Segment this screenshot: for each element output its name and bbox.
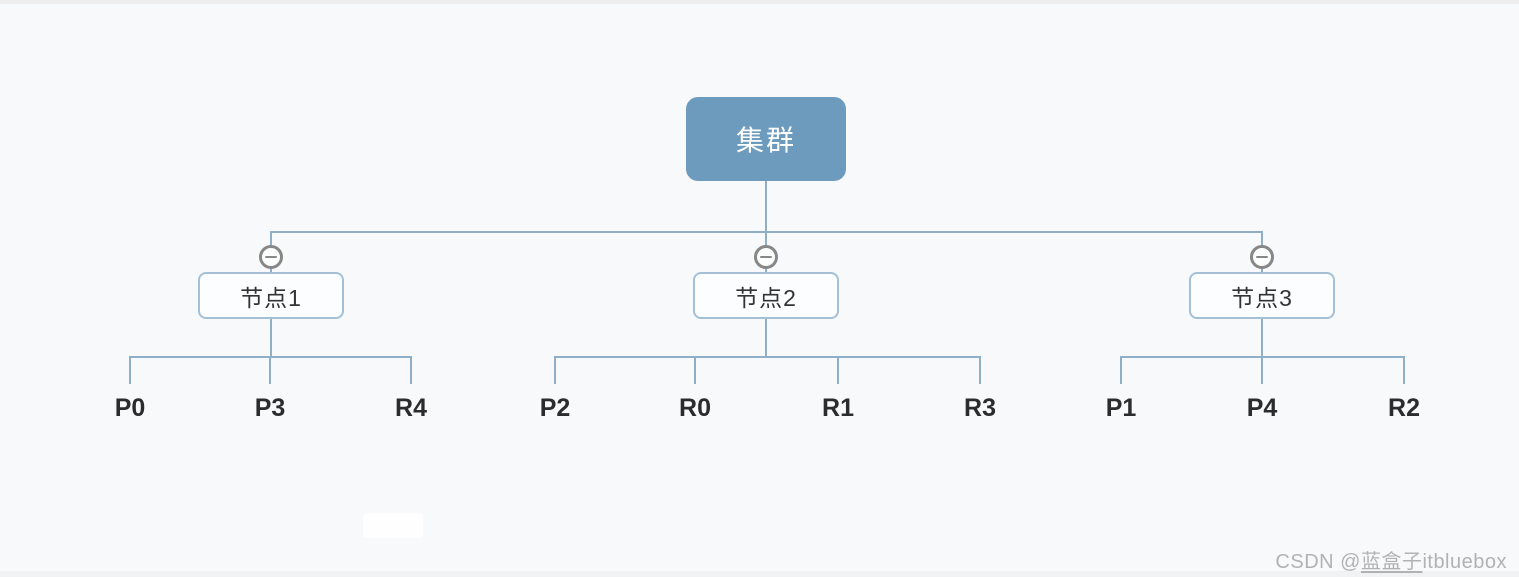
leaf-node-r4: R4 — [395, 394, 427, 422]
connector-line — [270, 319, 272, 357]
bottom-edge-strip — [0, 571, 1519, 577]
watermark-username: 蓝盒子 — [1360, 551, 1423, 573]
connector-line — [554, 356, 981, 358]
leaf-node-p1: P1 — [1105, 394, 1137, 422]
connector-line — [1261, 358, 1263, 384]
root-node-cluster[interactable]: 集群 — [686, 97, 846, 181]
leaf-node-p2: P2 — [539, 394, 571, 422]
leaf-node-r1: R1 — [822, 394, 854, 422]
connector-line — [1120, 356, 1405, 358]
connector-line — [270, 231, 1263, 233]
connector-line — [765, 319, 767, 357]
connector-line — [1120, 358, 1122, 384]
collapse-minus-icon-node2[interactable] — [754, 245, 778, 269]
collapse-minus-icon-node1[interactable] — [259, 245, 283, 269]
leaf-node-r2: R2 — [1388, 394, 1420, 422]
connector-line — [129, 356, 412, 358]
csdn-watermark: CSDN @蓝盒子itbluebox — [1275, 545, 1507, 574]
leaf-node-p3: P3 — [254, 394, 286, 422]
branch-node-2-label: 节点2 — [735, 284, 797, 311]
leaf-node-r0: R0 — [679, 394, 711, 422]
connector-line — [1403, 358, 1405, 384]
branch-node-1-label: 节点1 — [240, 284, 302, 311]
top-edge-strip — [0, 0, 1519, 4]
leaf-node-r3: R3 — [964, 394, 996, 422]
ghost-artifact — [363, 513, 423, 538]
root-node-label: 集群 — [735, 125, 796, 156]
connector-line — [554, 358, 556, 384]
branch-node-2[interactable]: 节点2 — [693, 272, 839, 319]
connector-line — [129, 358, 131, 384]
minus-icon — [265, 255, 277, 259]
collapse-minus-icon-node3[interactable] — [1250, 245, 1274, 269]
connector-line — [410, 358, 412, 384]
connector-line — [837, 358, 839, 384]
branch-node-3[interactable]: 节点3 — [1189, 272, 1335, 319]
branch-node-1[interactable]: 节点1 — [198, 272, 344, 319]
connector-line — [694, 358, 696, 384]
connector-line — [269, 358, 271, 384]
connector-line — [1261, 319, 1263, 357]
watermark-suffix: itbluebox — [1422, 551, 1507, 573]
minus-icon — [1256, 255, 1268, 259]
minus-icon — [760, 255, 772, 259]
connector-line — [979, 358, 981, 384]
connector-line — [765, 181, 767, 232]
leaf-node-p4: P4 — [1246, 394, 1278, 422]
watermark-prefix: CSDN @ — [1275, 551, 1361, 573]
leaf-node-p0: P0 — [114, 394, 146, 422]
branch-node-3-label: 节点3 — [1231, 284, 1293, 311]
